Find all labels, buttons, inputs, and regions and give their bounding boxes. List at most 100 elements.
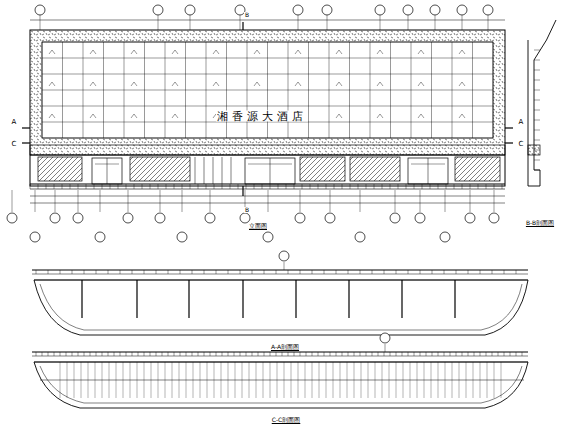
line [385,344,386,352]
line [462,184,463,189]
axis-circle [30,232,40,242]
line [435,14,436,30]
axis-circle [155,213,165,223]
line [534,130,540,131]
line [214,184,215,189]
line [156,352,157,356]
line [270,158,271,184]
line [252,352,253,356]
line [42,352,43,356]
line [40,380,524,381]
line [390,184,391,189]
line [302,184,303,189]
line [30,155,505,156]
line [454,184,455,189]
line [360,190,361,212]
line [276,352,277,356]
line [327,14,328,30]
line [38,184,39,189]
line [186,352,187,356]
axis-circle [380,333,390,343]
axis-circle [457,5,467,15]
line [182,184,183,189]
line [534,50,540,51]
line [444,352,445,356]
line [504,270,505,274]
line [516,270,517,274]
axis-circle [240,213,250,223]
line [188,280,189,318]
line [336,352,337,356]
line [318,184,319,189]
line [411,164,445,165]
line [246,352,247,356]
line [126,184,127,189]
line [310,184,311,189]
line [222,157,223,184]
line [445,190,446,212]
line [228,352,229,356]
line [408,270,409,274]
line [384,270,385,274]
line [120,352,121,356]
signboard-text: 湘香源大酒店 [216,111,308,122]
line [42,106,493,107]
line [100,190,101,212]
line [12,190,13,212]
line [505,127,513,128]
line [252,270,253,274]
line [534,70,540,71]
line [30,183,505,184]
line [22,142,30,143]
line [42,90,493,91]
line [432,270,433,274]
axis-circle [73,213,83,223]
line [198,184,199,189]
line [334,184,335,189]
line [426,352,427,356]
line [86,184,87,189]
line [276,270,277,274]
line [480,352,481,356]
line [534,100,540,101]
line [254,184,255,189]
line [150,352,151,356]
line [478,184,479,189]
line [270,184,271,189]
line [160,190,161,212]
axis-circle [205,213,215,223]
line [158,14,159,30]
axis-circle [35,5,45,15]
line [231,157,232,184]
line [94,184,95,189]
line [438,352,439,356]
line [118,184,119,189]
axis-circle [123,213,133,223]
line [348,280,349,318]
line [213,157,214,184]
line [358,184,359,189]
line [132,352,133,356]
line [138,352,139,356]
line [78,352,79,356]
line [336,270,337,274]
section-mark: C [518,141,525,148]
line [312,270,313,274]
line [312,352,313,356]
axis-circle [440,232,450,242]
line [430,184,431,189]
line [534,60,540,61]
line [190,184,191,189]
drawing-title: C-C剖面图 [271,417,302,423]
axis-circle [465,213,475,223]
line [264,270,265,274]
line [494,184,495,189]
line [372,270,373,274]
line [516,352,517,356]
line [62,184,63,189]
line [420,190,421,212]
line [60,352,61,356]
line [40,14,41,30]
line [258,352,259,356]
